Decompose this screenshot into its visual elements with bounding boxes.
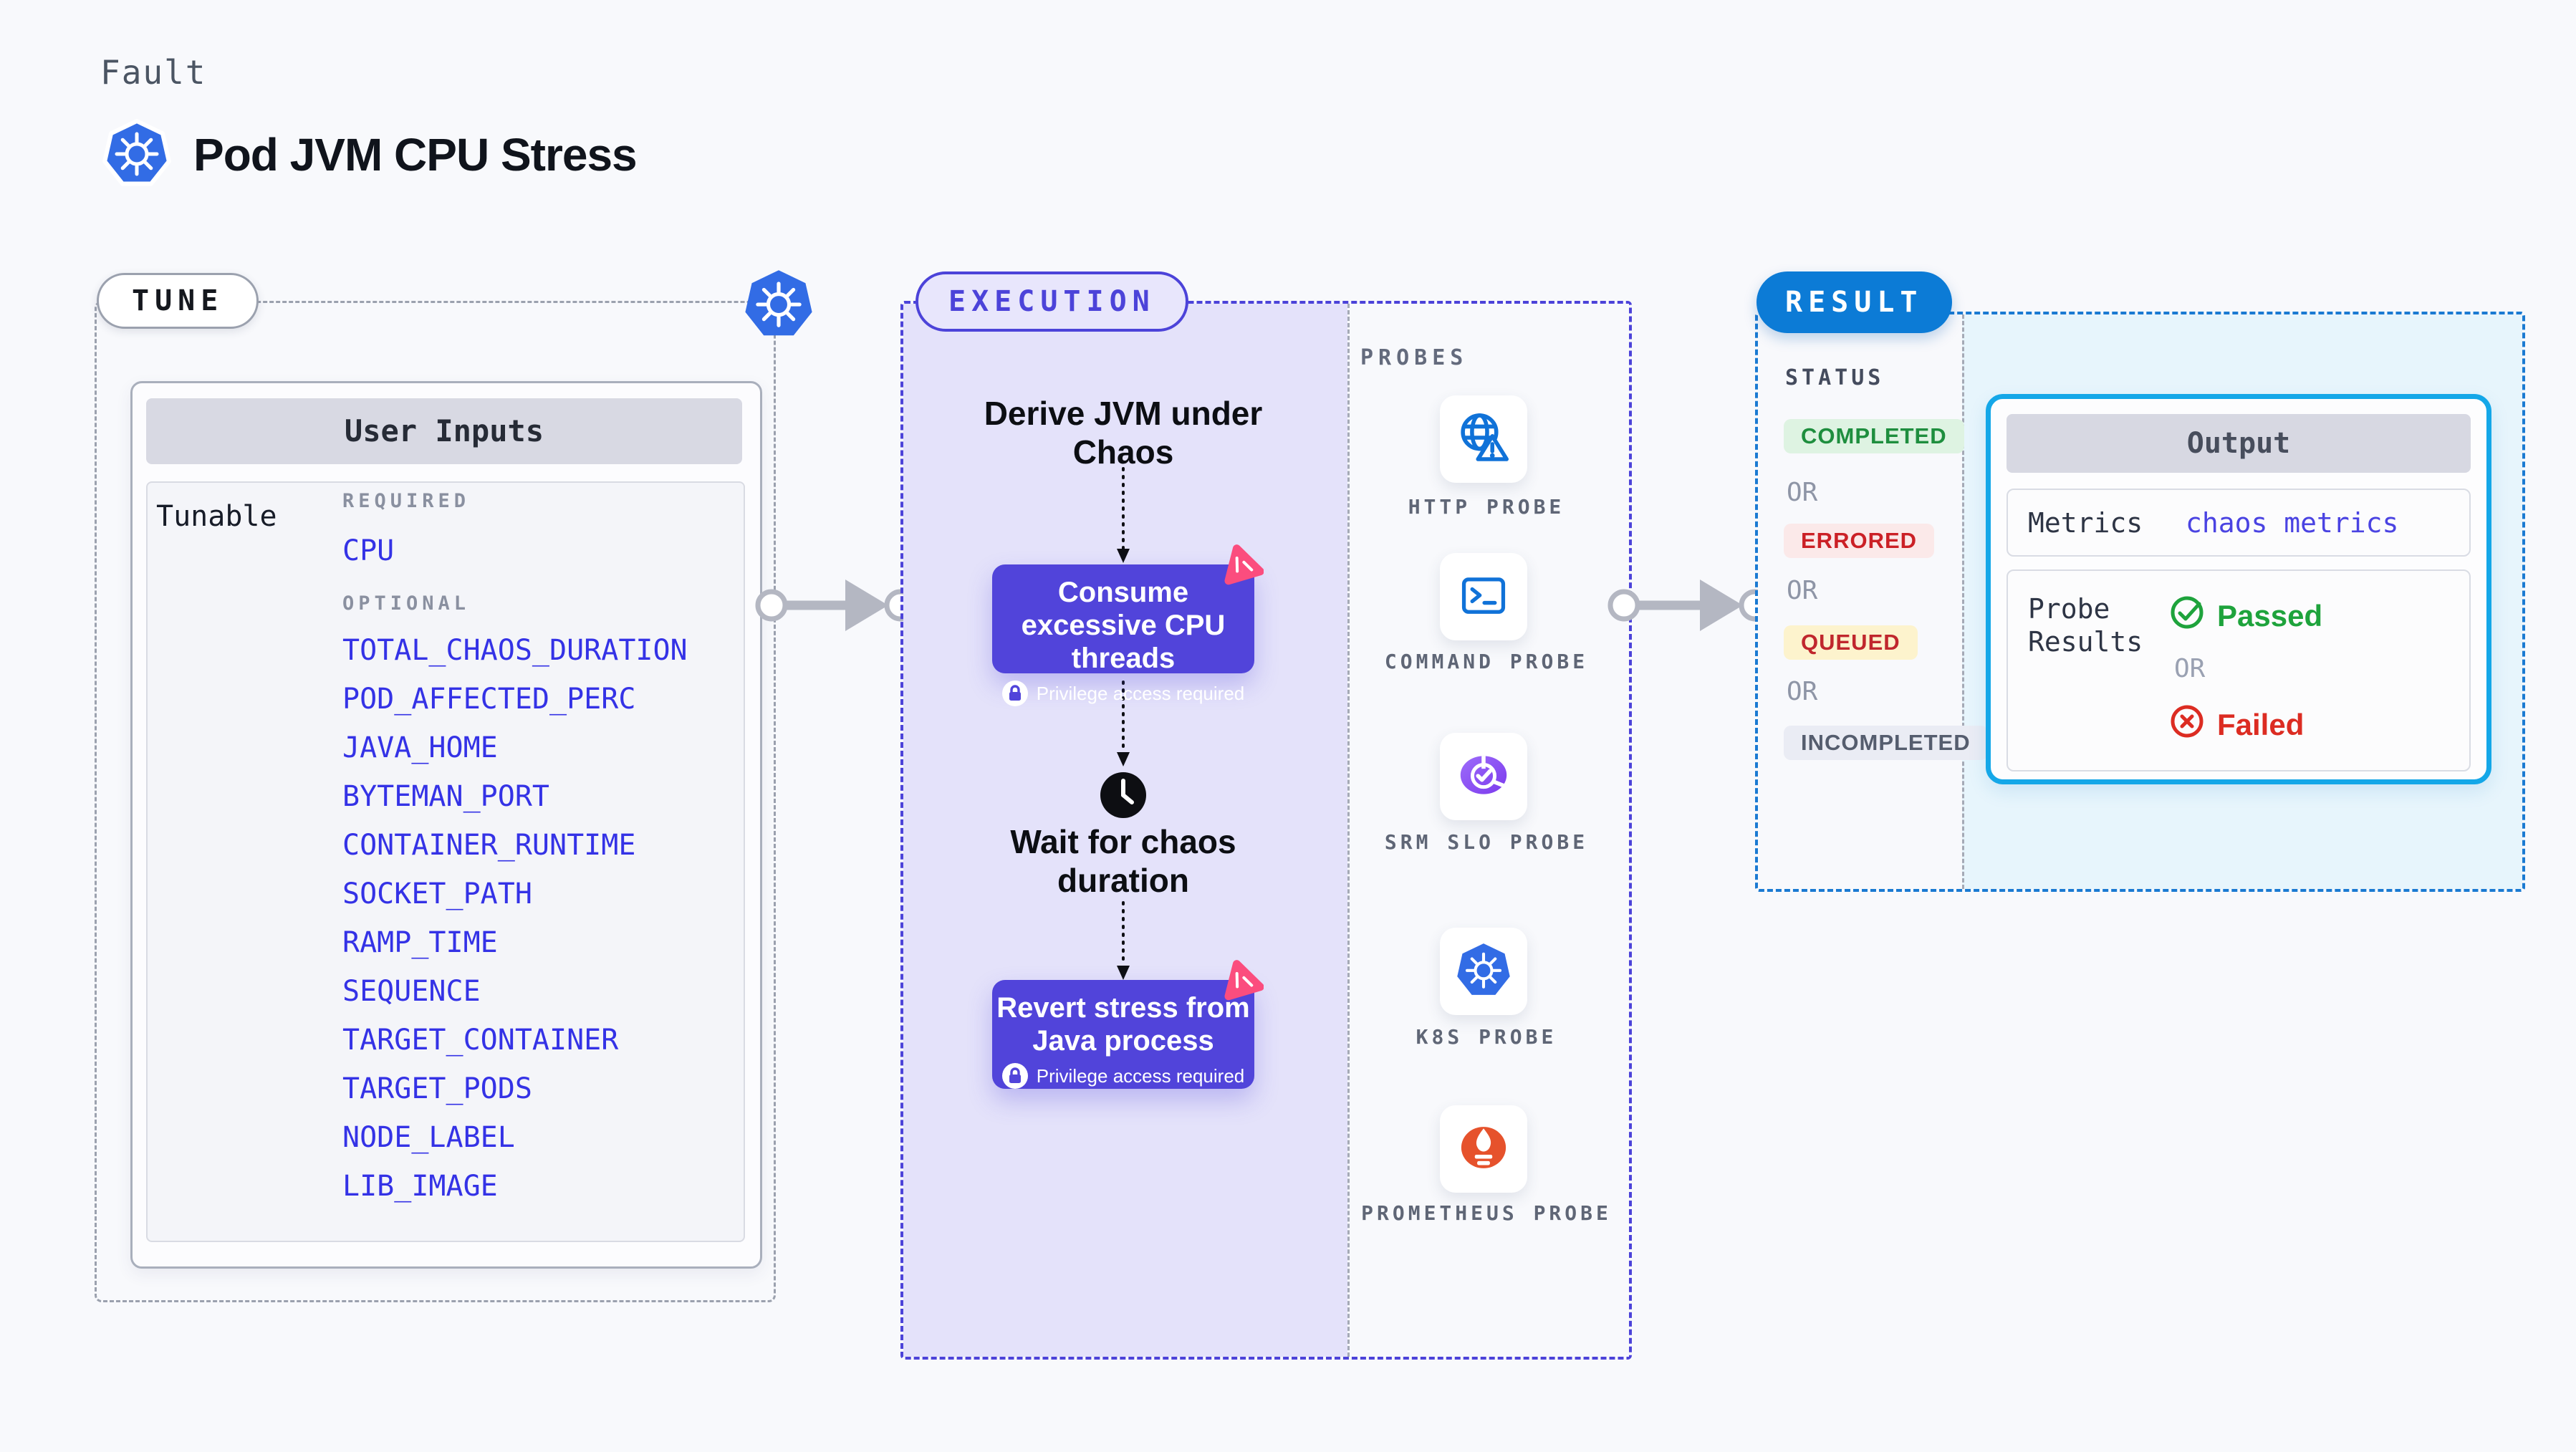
status-badge-queued: QUEUED — [1784, 625, 1918, 660]
tunable-param: SOCKET_PATH — [342, 878, 532, 910]
fault-kicker: Fault — [100, 53, 207, 92]
probe-label: COMMAND PROBE — [1384, 650, 1589, 673]
user-inputs-header: User Inputs — [146, 398, 742, 464]
flow-arrow-down-icon — [1113, 467, 1133, 567]
tune-to-execution-arrow-icon — [752, 572, 921, 643]
metrics-row: Metrics chaos metrics — [2007, 489, 2471, 557]
tune-section-box — [95, 301, 776, 1302]
probe-card-prometheus — [1440, 1105, 1527, 1193]
tunable-param: TARGET_CONTAINER — [342, 1024, 619, 1057]
execution-section-box — [900, 301, 1632, 1360]
lock-icon — [1001, 681, 1028, 706]
flow-arrow-down-icon — [1113, 681, 1133, 770]
status-area — [1758, 314, 1962, 889]
status-badge-incompleted: INCOMPLETED — [1784, 726, 1988, 760]
result-pill: RESULT — [1756, 271, 1952, 333]
or-label: OR — [2174, 654, 2206, 683]
probe-label: HTTP PROBE — [1408, 495, 1565, 519]
status-badge-errored: ERRORED — [1784, 524, 1935, 558]
probe-results-label: Probe Results — [2028, 593, 2143, 658]
tunable-param: NODE_LABEL — [342, 1121, 515, 1154]
lock-icon — [1001, 1063, 1028, 1089]
chaos-logo-icon — [1218, 957, 1264, 1006]
tune-pill: TUNE — [97, 273, 259, 329]
tunable-param: CONTAINER_RUNTIME — [342, 829, 636, 862]
user-inputs-panel — [146, 481, 745, 1242]
privilege-note: Privilege access required — [1036, 682, 1245, 704]
kubernetes-icon — [102, 117, 171, 193]
tunable-param: POD_AFFECTED_PERC — [342, 683, 636, 716]
probe-results-row: Probe Results Passed OR F — [2007, 569, 2471, 771]
tunable-param: TOTAL_CHAOS_DURATION — [342, 634, 688, 667]
probes-heading: PROBES — [1360, 345, 1469, 370]
optional-heading: OPTIONAL — [342, 592, 471, 615]
output-header: Output — [2007, 414, 2471, 473]
tunable-param: JAVA_HOME — [342, 731, 498, 764]
probe-label: SRM SLO PROBE — [1384, 830, 1589, 854]
execution-to-result-arrow-icon — [1605, 572, 1775, 643]
tunables-list: REQUIRED CPU OPTIONAL TOTAL_CHAOS_DURATI… — [342, 490, 688, 1201]
prometheus-probe-icon — [1455, 1119, 1512, 1180]
tunable-param: TARGET_PODS — [342, 1072, 532, 1105]
step-consume-cpu-box: Consume excessive CPU threads Privilege … — [992, 564, 1254, 706]
step-consume-cpu-label: Consume excessive CPU threads — [1021, 577, 1226, 674]
status-heading: STATUS — [1785, 365, 1885, 390]
probe-label: PROMETHEUS PROBE — [1361, 1201, 1612, 1225]
status-badge-completed: COMPLETED — [1784, 419, 1964, 453]
chaos-logo-icon — [1218, 542, 1264, 591]
tunable-param: SEQUENCE — [342, 975, 481, 1008]
probe-card-http — [1440, 395, 1527, 483]
tunable-param: CPU — [342, 534, 395, 567]
check-circle-icon — [2168, 594, 2206, 638]
required-heading: REQUIRED — [342, 490, 471, 512]
step-revert-stress-label: Revert stress from Java process — [996, 992, 1250, 1057]
page-title: Pod JVM CPU Stress — [193, 129, 638, 181]
failed-label: Failed — [2217, 708, 2305, 741]
failed-result: Failed — [2168, 703, 2304, 747]
status-list: COMPLETED OR ERRORED OR QUEUED OR INCOMP… — [1784, 419, 1988, 760]
srm-slo-probe-icon — [1455, 746, 1512, 807]
command-probe-icon — [1456, 568, 1511, 626]
x-circle-icon — [2168, 703, 2206, 747]
step-revert-stress-box: Revert stress from Java process Privileg… — [992, 980, 1254, 1089]
kubernetes-icon — [743, 266, 814, 345]
step-derive-jvm: Derive JVM under Chaos — [984, 395, 1263, 471]
clock-icon — [1099, 771, 1148, 823]
or-label: OR — [1787, 576, 1818, 605]
passed-label: Passed — [2217, 599, 2323, 633]
or-label: OR — [1787, 677, 1818, 706]
tunable-param: BYTEMAN_PORT — [342, 780, 549, 813]
probe-card-srm-slo — [1440, 733, 1527, 820]
passed-result: Passed — [2168, 594, 2322, 638]
privilege-note: Privilege access required — [1036, 1064, 1245, 1087]
execution-pill: EXECUTION — [915, 271, 1188, 332]
tunable-param: RAMP_TIME — [342, 926, 498, 959]
metrics-label: Metrics — [2028, 506, 2143, 539]
output-card: Output Metrics chaos metrics Probe Resul… — [1986, 394, 2491, 784]
probe-card-command — [1440, 553, 1527, 640]
or-label: OR — [1787, 478, 1818, 507]
probe-label: K8S PROBE — [1416, 1025, 1557, 1049]
tunable-param: LIB_IMAGE — [342, 1170, 498, 1203]
tunable-label: Tunable — [156, 500, 277, 533]
flow-arrow-down-icon — [1113, 901, 1133, 984]
probe-card-k8s — [1440, 928, 1527, 1015]
execution-flow-area — [903, 304, 1347, 1357]
k8s-probe-icon — [1455, 941, 1512, 1003]
metrics-value: chaos metrics — [2186, 506, 2399, 539]
http-probe-icon — [1455, 409, 1512, 470]
step-wait-duration: Wait for chaos duration — [1010, 823, 1236, 899]
